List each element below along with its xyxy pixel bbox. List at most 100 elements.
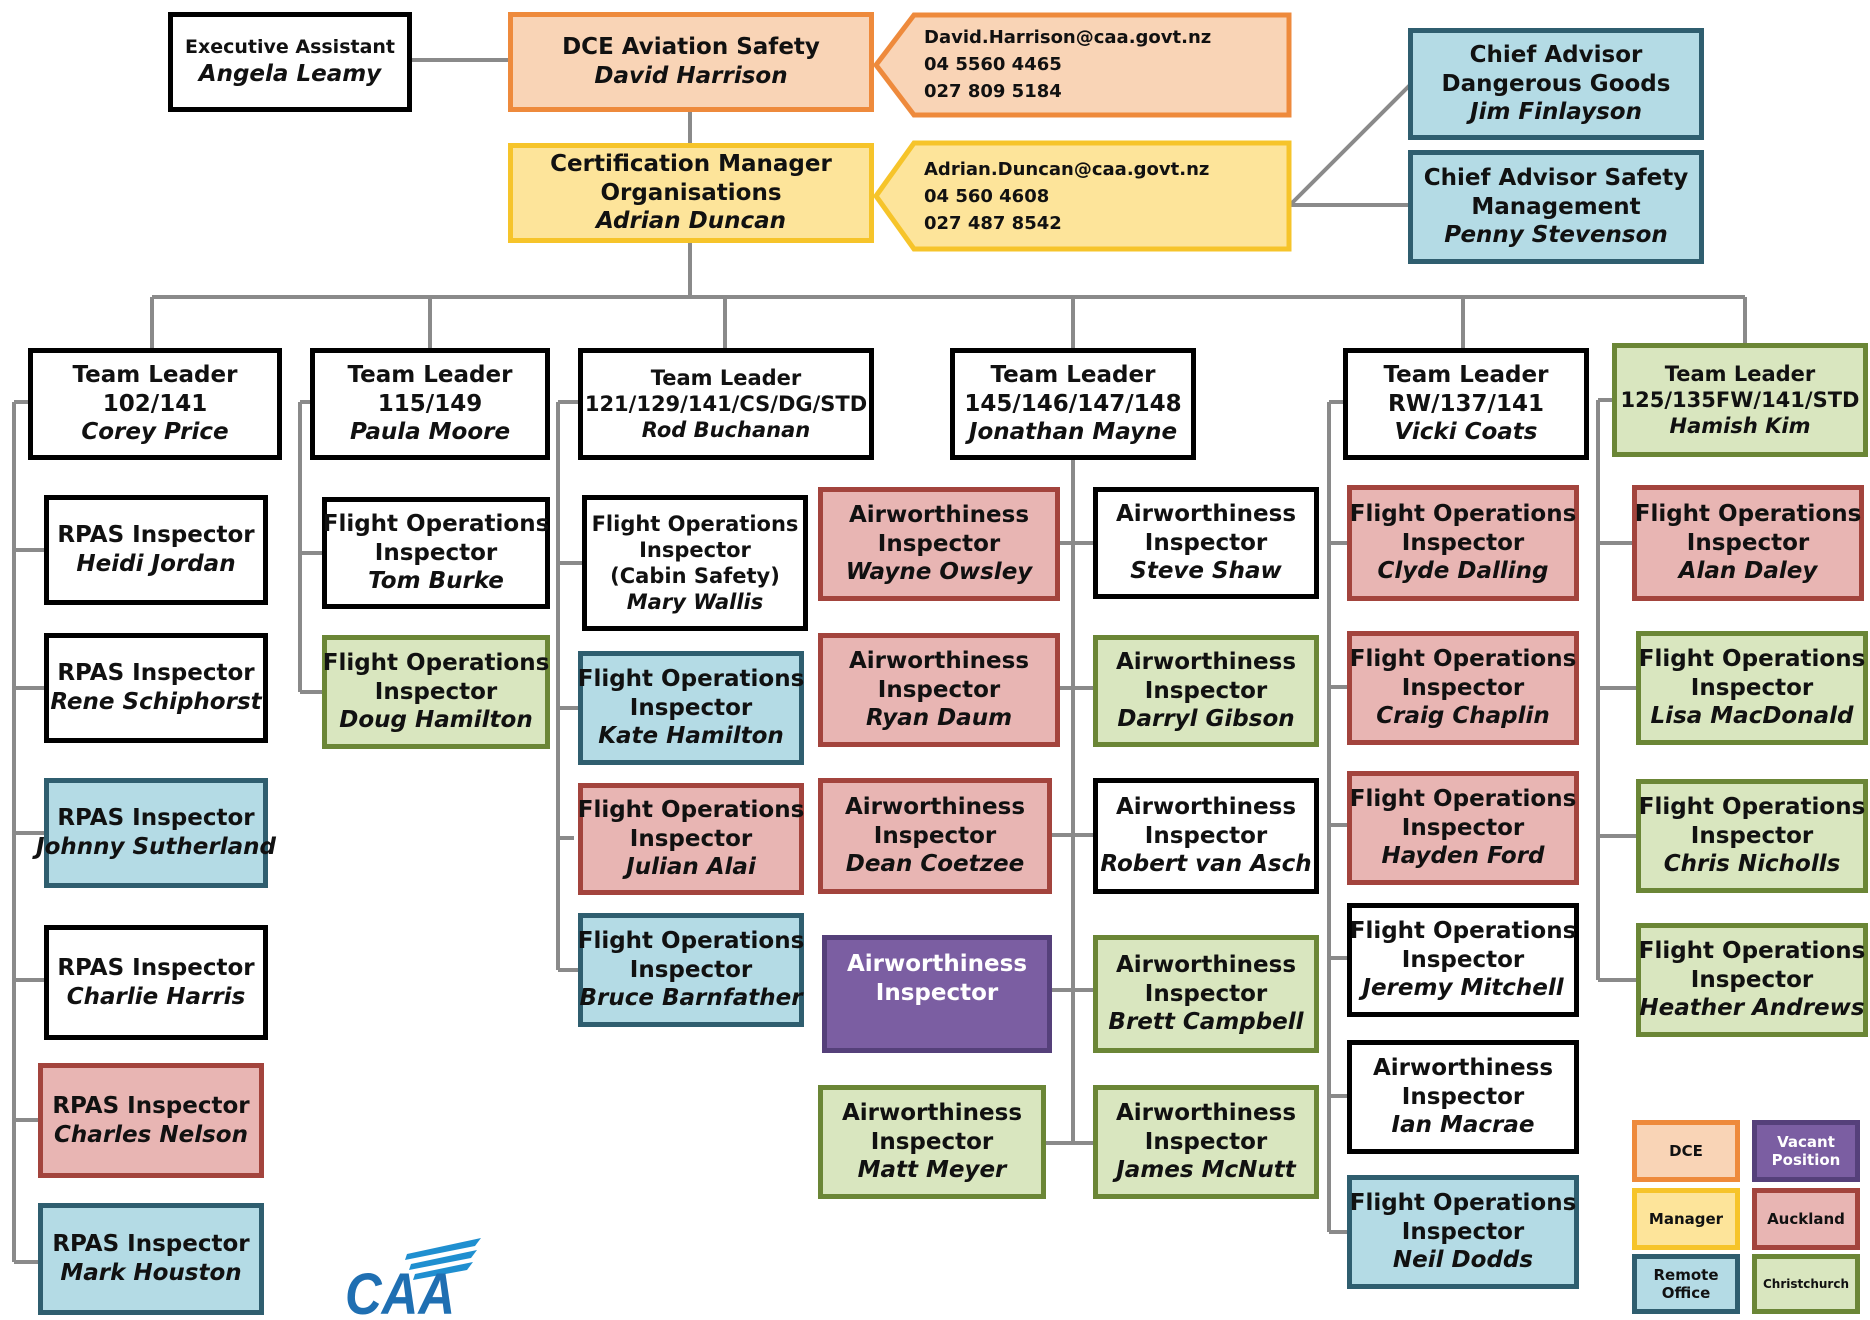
advisor-box-safety-management: Chief Advisor Safety Management Penny St… <box>1408 150 1704 264</box>
inspector-role: Airworthiness <box>1115 648 1297 675</box>
inspector-name: Mark Houston <box>60 1260 242 1286</box>
legend-vacant-position: Vacant Position <box>1752 1120 1860 1182</box>
team-leader-title: Team Leader <box>72 361 238 388</box>
inspector-box: Airworthiness Inspector Steve Shaw <box>1093 487 1319 599</box>
vacant-inspector-box: Airworthiness Inspector <box>822 935 1052 1053</box>
inspector-box: RPAS Inspector Heidi Jordan <box>44 495 268 605</box>
inspector-role: Inspector <box>374 539 498 566</box>
team-leader-box: Team Leader 145/146/147/148 Jonathan May… <box>950 348 1196 460</box>
manager-contact-callout: Adrian.Duncan@caa.govt.nz 04 560 4608 02… <box>872 140 1292 252</box>
inspector-name: Brett Campbell <box>1108 1009 1304 1036</box>
inspector-box: Airworthiness Inspector Wayne Owsley <box>818 487 1060 601</box>
inspector-name: Clyde Dalling <box>1377 558 1549 585</box>
inspector-box: Airworthiness Inspector Dean Coetzee <box>818 778 1052 894</box>
inspector-role: Inspector <box>1401 674 1525 701</box>
inspector-role: Airworthiness <box>1115 1099 1297 1126</box>
inspector-role: Flight Operations <box>1638 645 1866 672</box>
inspector-name: Charles Nelson <box>54 1121 248 1148</box>
team-leader-title: Team Leader <box>347 361 513 388</box>
inspector-name: Craig Chaplin <box>1376 703 1550 730</box>
inspector-name: Neil Dodds <box>1392 1247 1534 1274</box>
inspector-box: Flight Operations Inspector Chris Nichol… <box>1636 779 1868 893</box>
executive-assistant-title: Executive Assistant <box>184 35 396 58</box>
inspector-role: Inspector <box>1144 529 1268 556</box>
inspector-name: Mary Wallis <box>626 590 764 615</box>
inspector-name: Heidi Jordan <box>76 551 236 577</box>
advisor-title: Chief Advisor <box>1469 41 1643 68</box>
legend-christchurch: Christchurch <box>1752 1254 1860 1314</box>
inspector-role: Flight Operations <box>577 665 805 692</box>
team-leader-name: Rod Buchanan <box>641 418 811 443</box>
team-leader-box: Team Leader 115/149 Paula Moore <box>310 348 550 460</box>
inspector-name: Hayden Ford <box>1381 843 1545 870</box>
inspector-role: Flight Operations <box>1349 500 1577 527</box>
inspector-name: Jeremy Mitchell <box>1362 975 1564 1002</box>
inspector-box: Airworthiness Inspector Matt Meyer <box>818 1085 1046 1199</box>
advisor-title: Chief Advisor Safety <box>1423 164 1689 191</box>
inspector-name: Julian Alai <box>626 854 756 881</box>
inspector-role: Flight Operations <box>1349 645 1577 672</box>
inspector-role: Airworthiness <box>848 501 1030 528</box>
inspector-box: Flight Operations Inspector Lisa MacDona… <box>1636 631 1868 745</box>
caa-logo: CAA <box>345 1232 485 1320</box>
inspector-role: Inspector <box>629 694 753 721</box>
inspector-role: Inspector <box>1144 822 1268 849</box>
inspector-role: RPAS Inspector <box>57 660 255 687</box>
inspector-box: Flight Operations Inspector Heather Andr… <box>1636 923 1868 1037</box>
inspector-role: Inspector <box>1690 822 1814 849</box>
inspector-name: Dean Coetzee <box>845 851 1025 878</box>
inspector-name: Lisa MacDonald <box>1650 703 1854 730</box>
inspector-role: RPAS Inspector <box>52 1231 250 1258</box>
inspector-name: Kate Hamilton <box>598 723 784 750</box>
inspector-box: Airworthiness Inspector Ian Macrae <box>1347 1040 1579 1154</box>
executive-assistant-box: Executive Assistant Angela Leamy <box>168 12 412 112</box>
dce-contact-callout: David.Harrison@caa.govt.nz 04 5560 4465 … <box>872 12 1292 118</box>
team-leader-name: Paula Moore <box>349 419 511 446</box>
dce-box: DCE Aviation Safety David Harrison <box>508 12 874 112</box>
advisor-title: Dangerous Goods <box>1441 70 1671 97</box>
inspector-role: Flight Operations <box>577 796 805 823</box>
manager-email[interactable]: Adrian.Duncan@caa.govt.nz <box>924 159 1210 180</box>
inspector-name: Heather Andrews <box>1639 995 1865 1022</box>
inspector-box: Flight Operations Inspector Julian Alai <box>578 783 804 895</box>
inspector-role: Inspector <box>873 822 997 849</box>
legend-manager: Manager <box>1632 1188 1740 1250</box>
team-leader-code: 102/141 <box>102 390 208 417</box>
caa-logo-mark: CAA <box>345 1238 481 1320</box>
inspector-box: Airworthiness Inspector Darryl Gibson <box>1093 635 1319 747</box>
inspector-role: RPAS Inspector <box>57 954 255 981</box>
inspector-role: Airworthiness <box>1115 500 1297 527</box>
inspector-name: Darryl Gibson <box>1117 706 1295 733</box>
inspector-name: Tom Burke <box>368 568 504 595</box>
inspector-role: Flight Operations <box>1349 1189 1577 1216</box>
team-leader-title: Team Leader <box>1383 361 1549 388</box>
inspector-role: Inspector <box>1401 1083 1525 1110</box>
team-leader-name: Vicki Coats <box>1394 419 1538 446</box>
team-leader-box: Team Leader 102/141 Corey Price <box>28 348 282 460</box>
team-leader-title: Team Leader <box>1664 361 1816 386</box>
inspector-role: Inspector <box>875 979 999 1006</box>
dce-email[interactable]: David.Harrison@caa.govt.nz <box>924 27 1212 48</box>
inspector-role: Flight Operations <box>577 927 805 954</box>
inspector-box: Airworthiness Inspector James McNutt <box>1093 1085 1319 1199</box>
inspector-role: Inspector <box>374 678 498 705</box>
team-leader-box: Team Leader 125/135FW/141/STD Hamish Kim <box>1612 343 1868 457</box>
legend-label: Remote Office <box>1653 1266 1719 1302</box>
inspector-role: Inspector <box>1144 677 1268 704</box>
inspector-role: Inspector <box>1690 674 1814 701</box>
team-leader-code: 125/135FW/141/STD <box>1620 387 1860 412</box>
team-leader-code: 145/146/147/148 <box>964 390 1182 417</box>
inspector-role: Inspector <box>1401 1218 1525 1245</box>
inspector-role: Inspector <box>1401 814 1525 841</box>
legend-remote-office: Remote Office <box>1632 1254 1740 1314</box>
manager-title-1: Certification Manager <box>550 150 832 177</box>
team-leader-code: 121/129/141/CS/DG/STD <box>584 391 868 416</box>
manager-mobile: 027 487 8542 <box>924 213 1062 234</box>
team-leader-name: Corey Price <box>81 419 229 446</box>
inspector-role: Flight Operations <box>591 511 799 536</box>
inspector-name: Chris Nicholls <box>1663 851 1841 878</box>
inspector-box: RPAS Inspector Rene Schiphorst <box>44 633 268 743</box>
inspector-role: Inspector <box>877 530 1001 557</box>
inspector-role: Inspector <box>1686 529 1810 556</box>
